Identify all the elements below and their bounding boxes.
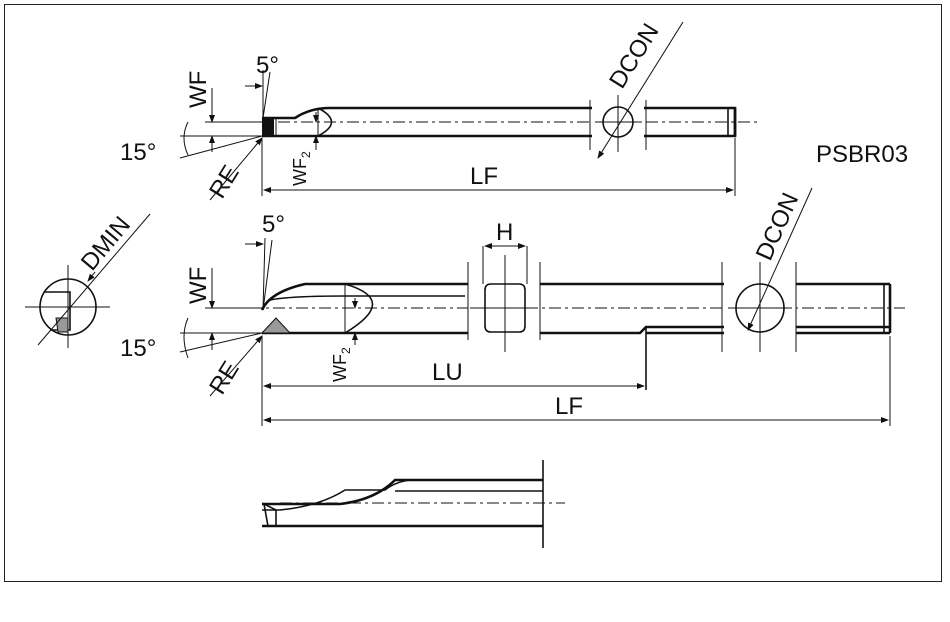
label-wf-mid: WF	[185, 267, 212, 304]
label-lf-mid: LF	[555, 393, 583, 420]
label-re-top: RE	[204, 161, 245, 204]
end-view: DMIN	[25, 212, 151, 348]
bottom-tool-view	[262, 460, 565, 548]
middle-tool-view: H DCON WF 5° 15° RE WF2	[120, 187, 905, 426]
label-dcon-top: DCON	[604, 19, 664, 93]
label-lu: LU	[432, 359, 463, 386]
label-dcon-mid: DCON	[751, 189, 804, 265]
label-wf-top: WF	[185, 71, 212, 108]
label-wf2-top: WF2	[290, 151, 313, 186]
label-psbr: PSBR03	[816, 141, 908, 168]
label-5deg-top: 5°	[256, 52, 279, 79]
label-h: H	[496, 219, 513, 246]
top-tool-view: DCON WF 5° 15° RE WF2 LF	[120, 19, 760, 203]
label-wf2-mid: WF2	[330, 347, 353, 382]
label-lf-top: LF	[470, 163, 498, 190]
label-5deg-mid: 5°	[262, 211, 285, 238]
label-15deg-top: 15°	[120, 139, 156, 166]
label-15deg-mid: 15°	[120, 335, 156, 362]
